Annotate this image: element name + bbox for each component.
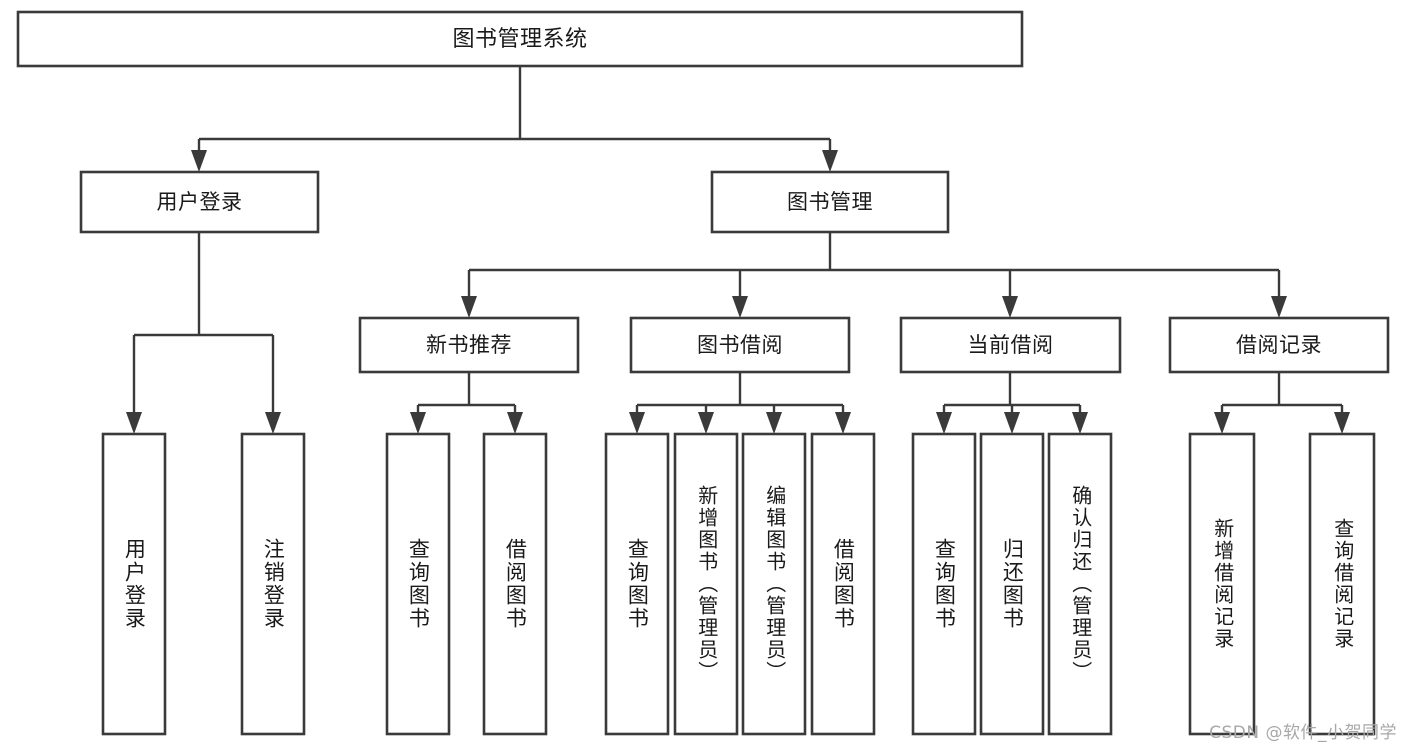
userlogin-to-leaves-arrowhead-1 xyxy=(265,412,281,434)
root-to-level2-arrowhead-1 xyxy=(822,150,838,172)
level2-node-1[interactable] xyxy=(710,170,950,234)
record-to-leaves-arrowhead-1 xyxy=(1334,412,1350,434)
borrow-to-leaves-arrowhead-1 xyxy=(698,412,714,434)
bookmgmt-to-level3-arrowhead-1 xyxy=(732,296,748,318)
leaf-node-4[interactable] xyxy=(604,432,670,736)
borrow-to-leaves-arrowhead-0 xyxy=(629,412,645,434)
level2-node-0-label: 用户登录 xyxy=(157,190,243,214)
leaf-node-5[interactable] xyxy=(673,432,739,736)
level3-node-0[interactable] xyxy=(358,316,580,374)
userlogin-to-leaves-arrowhead-0 xyxy=(126,412,142,434)
borrow-to-leaves-arrowhead-2 xyxy=(766,412,782,434)
connectors-layer xyxy=(126,66,1350,434)
leaf-node-0[interactable] xyxy=(101,432,167,736)
newbook-to-leaves-arrowhead-1 xyxy=(507,412,523,434)
leaf-node-12[interactable] xyxy=(1308,432,1376,736)
record-to-leaves-arrowhead-0 xyxy=(1214,412,1230,434)
level3-node-0-label: 新书推荐 xyxy=(426,333,512,357)
leaf-node-7[interactable] xyxy=(810,432,876,736)
leaf-node-6[interactable] xyxy=(741,432,807,736)
current-to-leaves-arrowhead-0 xyxy=(936,412,952,434)
leaf-node-3[interactable] xyxy=(482,432,548,736)
leaf-node-11[interactable] xyxy=(1188,432,1256,736)
bookmgmt-to-level3-arrowhead-2 xyxy=(1002,296,1018,318)
level2-node-0[interactable] xyxy=(79,170,320,234)
leaf-node-10[interactable] xyxy=(1047,432,1113,736)
current-to-leaves-arrowhead-1 xyxy=(1004,412,1020,434)
root-node[interactable] xyxy=(16,10,1024,68)
leaf-node-1[interactable] xyxy=(240,432,306,736)
level3-node-2-label: 当前借阅 xyxy=(968,333,1054,357)
nodes-layer xyxy=(16,10,1390,736)
level2-node-1-label: 图书管理 xyxy=(787,190,873,214)
leaf-node-2[interactable] xyxy=(385,432,451,736)
bookmgmt-to-level3-arrowhead-0 xyxy=(461,296,477,318)
borrow-to-leaves-arrowhead-3 xyxy=(835,412,851,434)
level3-node-3-label: 借阅记录 xyxy=(1236,333,1322,357)
leaf-node-9[interactable] xyxy=(979,432,1045,736)
root-to-level2-arrowhead-0 xyxy=(191,150,207,172)
watermark: CSDN @软件_小贺同学 xyxy=(1209,723,1397,743)
current-to-leaves-arrowhead-2 xyxy=(1072,412,1088,434)
bookmgmt-to-level3-arrowhead-3 xyxy=(1271,296,1287,318)
level3-node-2[interactable] xyxy=(899,316,1122,374)
leaf-node-8[interactable] xyxy=(911,432,977,736)
level3-node-1[interactable] xyxy=(629,316,851,374)
root-node-label: 图书管理系统 xyxy=(452,27,587,52)
level3-node-1-label: 图书借阅 xyxy=(697,333,783,357)
level3-node-3[interactable] xyxy=(1168,316,1390,374)
newbook-to-leaves-arrowhead-0 xyxy=(410,412,426,434)
